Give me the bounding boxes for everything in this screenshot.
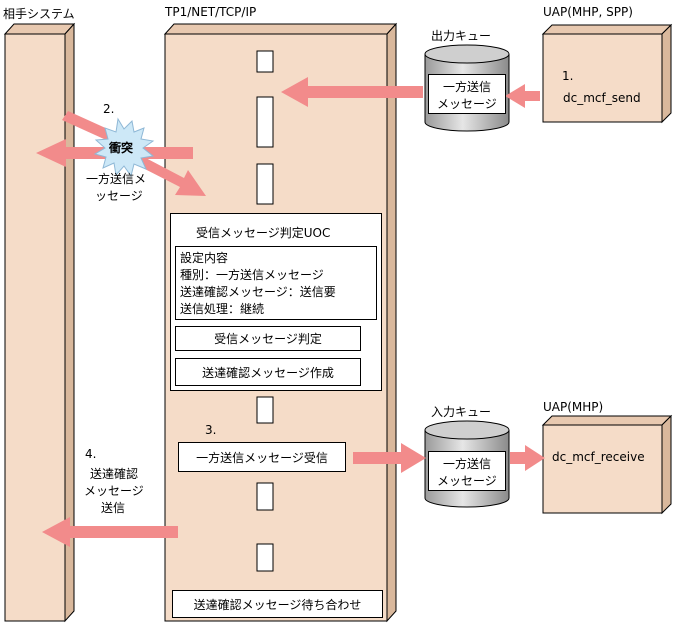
partner-system-bar (3, 22, 76, 623)
tp1-slot (256, 50, 274, 73)
output-queue-title: 出力キュー (431, 29, 492, 43)
step4-line2: メッセージ (84, 484, 144, 498)
arrow-queue-to-tp1 (281, 77, 423, 107)
uoc-block: 受信メッセージ判定UOC 設定内容 種別：一方送信メッセージ 送達確認メッセージ… (170, 213, 382, 391)
uap-send-box (541, 23, 673, 124)
step4-line3: 送信 (101, 501, 126, 515)
setting-ack: 送達確認メッセージ：送信要 (180, 285, 336, 299)
output-queue-message-line2: メッセージ (437, 97, 497, 111)
partner-system-title: 相手システム (3, 7, 75, 21)
arrow-send-to-queue (505, 84, 540, 108)
input-queue-message-line1: 一方送信 (443, 457, 492, 471)
step4-line1: 送達確認 (90, 467, 139, 481)
arrow-tp1-to-input-queue (353, 443, 426, 473)
step1-label: dc_mcf_send (563, 91, 641, 105)
wait-ack-box: 送達確認メッセージ待ち合わせ (172, 590, 383, 618)
uap-receive-box (541, 414, 673, 515)
judge-message-box: 受信メッセージ判定 (175, 326, 361, 351)
step1-number: 1. (562, 69, 574, 83)
step2-message-line2: ッセージ (95, 189, 143, 203)
arrow-queue-to-receive (510, 445, 545, 471)
uoc-title: 受信メッセージ判定UOC (196, 226, 331, 240)
arrow-ack-to-partner (42, 517, 178, 547)
collision-label: 衝突 (109, 141, 134, 155)
step2-number: 2. (103, 102, 115, 116)
tp1-slot (256, 543, 274, 572)
step4-number: 4. (85, 447, 97, 461)
output-queue-message-line1: 一方送信 (443, 80, 492, 94)
input-queue-title: 入力キュー (431, 405, 492, 419)
step2-message-line1: 一方送信メ (86, 172, 147, 186)
tp1-slot (256, 96, 274, 148)
receive-message-box: 一方送信メッセージ受信 (178, 442, 346, 472)
setting-type: 種別：一方送信メッセージ (180, 268, 324, 282)
create-ack-box: 送達確認メッセージ作成 (175, 358, 361, 386)
uoc-settings-box: 設定内容 種別：一方送信メッセージ 送達確認メッセージ：送信要 送信処理：継続 (175, 246, 377, 320)
tp1-slot (256, 482, 274, 511)
tp1-slot (256, 396, 274, 424)
settings-title: 設定内容 (180, 251, 229, 265)
setting-process: 送信処理：継続 (180, 302, 265, 316)
uap-receive-title: UAP(MHP) (543, 400, 604, 414)
dc-mcf-receive-label: dc_mcf_receive (552, 450, 645, 464)
output-queue-message: 一方送信 メッセージ (428, 74, 506, 114)
tp1-slot (256, 163, 274, 205)
uap-send-title: UAP(MHP, SPP) (543, 5, 633, 19)
input-queue-message-line2: メッセージ (437, 474, 497, 488)
collision-burst-icon (93, 117, 155, 178)
tp1-title: TP1/NET/TCP/IP (165, 5, 257, 19)
step3-number: 3. (205, 423, 217, 437)
arrow-collision-out (137, 156, 206, 196)
input-queue-message: 一方送信 メッセージ (428, 451, 506, 491)
